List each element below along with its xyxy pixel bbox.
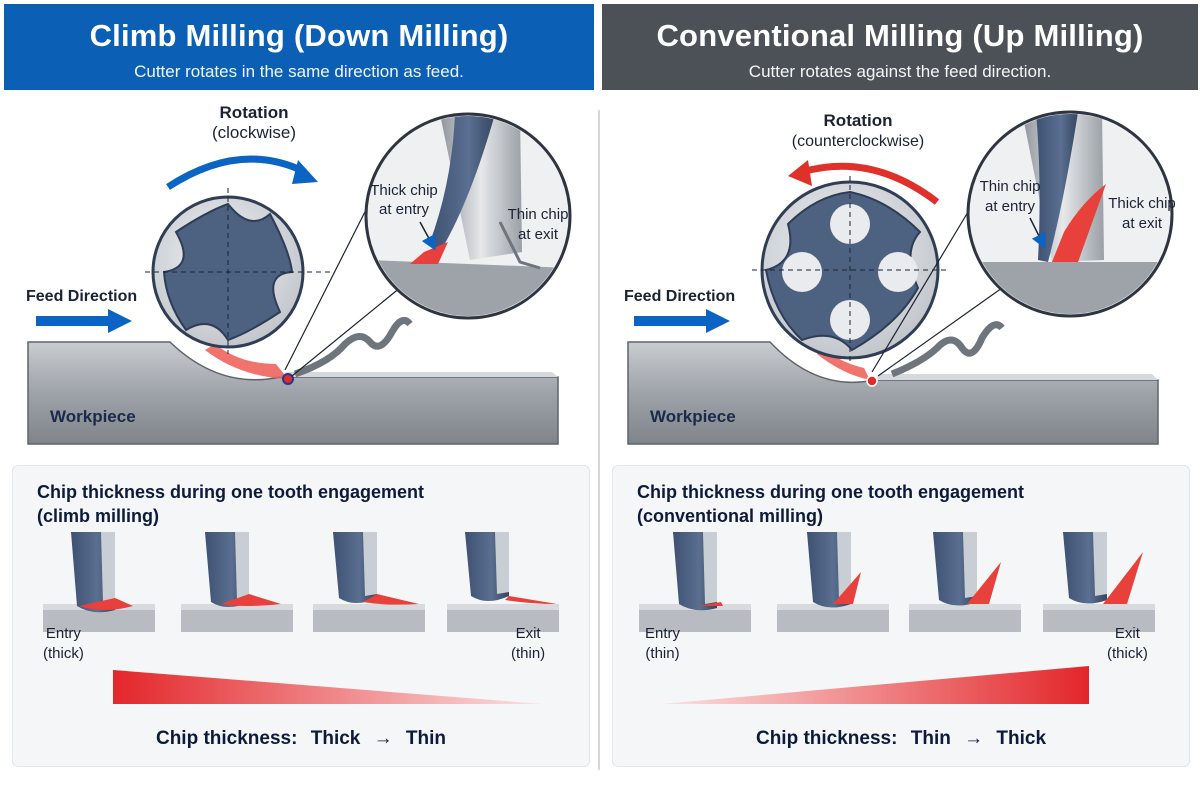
rotation-arrow-head bbox=[788, 160, 812, 186]
zoom-pointer bbox=[419, 221, 436, 251]
chip-arrow-icon: → bbox=[373, 728, 393, 749]
zoom-label-exit: Thick chip bbox=[1108, 195, 1176, 212]
zoom-label-exit-2: at exit bbox=[518, 226, 559, 243]
cutter-cross-section bbox=[145, 188, 335, 354]
contact-point bbox=[282, 373, 294, 385]
chip-from: Thick bbox=[310, 728, 361, 749]
card-title-line1: Chip thickness during one tooth engageme… bbox=[637, 482, 1025, 502]
entry-sublabel: (thin) bbox=[645, 645, 680, 662]
tooth-engagement-sequence bbox=[639, 532, 1155, 704]
contact-point bbox=[866, 375, 878, 387]
climb-header: Climb Milling (Down Milling) Cutter rota… bbox=[4, 4, 594, 90]
entry-sublabel: (thick) bbox=[43, 645, 84, 662]
zoom-label-entry: Thick chip bbox=[370, 182, 438, 199]
feed-label: Feed Direction bbox=[26, 288, 137, 305]
entry-label: Entry bbox=[645, 625, 681, 642]
panel-divider bbox=[598, 110, 600, 770]
card-title-line2: (conventional milling) bbox=[637, 506, 824, 526]
zoom-line bbox=[291, 277, 413, 377]
tooth-step bbox=[1043, 532, 1155, 632]
tooth-step bbox=[43, 532, 155, 632]
workpiece-label: Workpiece bbox=[650, 407, 736, 426]
exit-sublabel: (thick) bbox=[1107, 645, 1148, 662]
tooth-step bbox=[909, 532, 1021, 632]
chip-curl bbox=[890, 321, 1005, 378]
entry-label: Entry bbox=[45, 625, 81, 642]
rotation-arrow bbox=[801, 162, 940, 205]
conventional-subtitle: Cutter rotates against the feed directio… bbox=[748, 62, 1052, 81]
chip-thickness-label: Chip thickness: bbox=[755, 728, 898, 749]
chip-thickness-label: Chip thickness: bbox=[155, 728, 298, 749]
climb-title: Climb Milling (Down Milling) bbox=[89, 18, 509, 53]
climb-chip-card: Chip thickness during one tooth engageme… bbox=[12, 465, 590, 767]
climb-diagram: Workpiece Feed Direction Rotation (clock… bbox=[26, 103, 572, 445]
exit-label: Exit bbox=[1114, 625, 1140, 642]
tooth-engagement-sequence bbox=[43, 532, 559, 704]
rotation-direction: (clockwise) bbox=[212, 123, 296, 142]
rotation-title: Rotation bbox=[824, 111, 893, 130]
chip-thickness-summary: Chip thickness: Thin → Thick bbox=[613, 728, 1189, 750]
conventional-header: Conventional Milling (Up Milling) Cutter… bbox=[602, 4, 1198, 90]
engagement-chip bbox=[205, 344, 288, 379]
zoom-label-entry-2: at entry bbox=[379, 201, 430, 218]
feed-label: Feed Direction bbox=[624, 288, 735, 305]
workpiece-block bbox=[27, 341, 559, 445]
zoom-pointer bbox=[1029, 217, 1046, 249]
tooth-step bbox=[777, 532, 889, 632]
zoom-line bbox=[284, 191, 376, 371]
chip-from: Thin bbox=[910, 728, 951, 749]
cutter-cross-section bbox=[752, 176, 948, 364]
tooth-step bbox=[313, 532, 425, 632]
chip-to: Thick bbox=[996, 728, 1047, 749]
conventional-milling-panel: Conventional Milling (Up Milling) Cutter… bbox=[602, 0, 1200, 800]
zoom-label-exit-2: at exit bbox=[1122, 215, 1163, 232]
zoom-line bbox=[877, 287, 1003, 377]
tooth-step bbox=[181, 532, 293, 632]
zoom-line bbox=[871, 201, 975, 373]
workpiece-label: Workpiece bbox=[50, 407, 136, 426]
chip-thickness-gradient bbox=[661, 666, 1089, 704]
tooth-step bbox=[447, 532, 559, 632]
rotation-direction: (counterclockwise) bbox=[792, 133, 924, 150]
zoom-label-entry-2: at entry bbox=[985, 198, 1036, 215]
conventional-chip-card: Chip thickness during one tooth engageme… bbox=[612, 465, 1190, 767]
feed-arrow-head bbox=[108, 309, 132, 333]
workpiece-block bbox=[627, 341, 1159, 445]
rotation-arrow bbox=[166, 155, 307, 190]
exit-label: Exit bbox=[515, 625, 541, 642]
zoom-label-exit: Thin chip bbox=[508, 206, 569, 223]
conventional-diagram: Workpiece Feed Direction Rotation (count… bbox=[624, 110, 1176, 445]
climb-subtitle: Cutter rotates in the same direction as … bbox=[134, 62, 464, 81]
card-title-line1: Chip thickness during one tooth engageme… bbox=[37, 482, 425, 502]
rotation-arrow-head bbox=[292, 160, 318, 184]
zoom-detail bbox=[966, 110, 1174, 318]
card-title-line2: (climb milling) bbox=[37, 506, 160, 526]
chip-thickness-gradient bbox=[113, 670, 543, 704]
zoom-label-entry: Thin chip bbox=[980, 178, 1041, 195]
conventional-title: Conventional Milling (Up Milling) bbox=[656, 18, 1144, 53]
feed-arrow-head bbox=[706, 309, 730, 333]
chip-curl bbox=[293, 316, 413, 378]
zoom-detail bbox=[364, 112, 572, 320]
tooth-step bbox=[639, 532, 751, 632]
chip-to: Thin bbox=[405, 728, 447, 749]
chip-arrow-icon: → bbox=[964, 728, 984, 749]
rotation-title: Rotation bbox=[220, 103, 289, 122]
exit-sublabel: (thin) bbox=[511, 645, 546, 662]
chip-thickness-summary: Chip thickness: Thick → Thin bbox=[13, 728, 589, 750]
climb-milling-panel: Climb Milling (Down Milling) Cutter rota… bbox=[0, 0, 596, 800]
